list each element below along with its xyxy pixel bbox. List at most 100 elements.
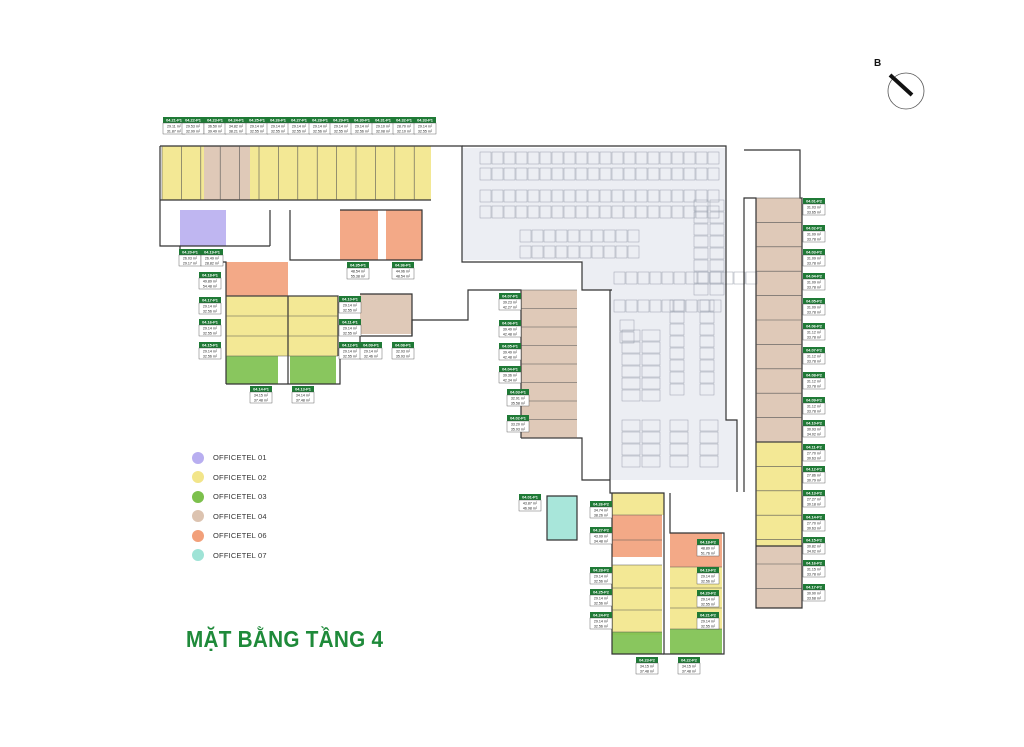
- parking-stall: [515, 167, 528, 181]
- unit-code: 04.24-P1: [228, 118, 245, 123]
- unit-area: 32.99 m²: [186, 129, 201, 133]
- parking-stall: [669, 335, 685, 348]
- wall: [611, 493, 664, 655]
- parking-stall: [693, 283, 709, 296]
- unit-area: 33.78 m²: [807, 384, 822, 388]
- unit-area: 32.55 m²: [292, 129, 307, 133]
- unit-block: [226, 146, 250, 200]
- parking-stall: [693, 211, 709, 224]
- unit-area: 32.55 m²: [203, 331, 218, 335]
- unit-area: 39.49 m²: [503, 351, 518, 355]
- parking-stall: [531, 245, 544, 259]
- unit-area-bg: [506, 394, 530, 407]
- legend-label: OFFICETEL 07: [213, 550, 267, 560]
- parking-stall: [623, 189, 636, 203]
- parking-stall: [635, 189, 648, 203]
- parking-stall: [707, 189, 720, 203]
- unit-area: 35.58 m²: [511, 401, 526, 405]
- legend-label: OFFICETEL 02: [213, 472, 267, 482]
- wall: [546, 495, 578, 541]
- parking-stall: [641, 455, 661, 468]
- unit-area: 29.17 m²: [183, 261, 198, 265]
- parking-stall: [699, 323, 715, 336]
- unit-code: 04.26-P2: [593, 502, 610, 507]
- unit-area: 29.14 m²: [343, 327, 358, 331]
- unit-area-bg: [498, 298, 522, 311]
- unit-code-bg: [803, 347, 825, 353]
- unit-code-bg: [339, 319, 361, 325]
- parking-stall: [699, 383, 715, 396]
- unit-code: 04.09-P2: [806, 398, 823, 403]
- unit-area: 30.90 m²: [807, 592, 822, 596]
- parking-stall: [709, 283, 725, 296]
- unit-code: 04.01-P1: [522, 495, 539, 500]
- unit-block: [204, 146, 226, 200]
- parking-stall: [707, 151, 720, 165]
- parking-stall: [503, 167, 516, 181]
- unit-area: 27.27 m²: [807, 498, 822, 502]
- unit-area: 32.55 m²: [250, 129, 265, 133]
- parking-stall: [669, 371, 685, 384]
- parking-stall: [699, 443, 719, 456]
- parking-stall: [575, 205, 588, 219]
- unit-code-bg: [339, 342, 361, 348]
- unit-code: 04.18-P2: [700, 540, 717, 545]
- unit-area-bg: [506, 420, 530, 433]
- unit-area: 33.78 m²: [807, 335, 822, 339]
- wall: [360, 293, 413, 336]
- unit-area: 31.12 m²: [807, 331, 822, 335]
- parking-stall: [699, 311, 715, 324]
- unit-code: 04.29-P1: [333, 118, 350, 123]
- parking-stall: [527, 189, 540, 203]
- unit-area: 31.03 m²: [807, 206, 822, 210]
- unit-area: 27.70 m²: [807, 522, 822, 526]
- parking-stall: [669, 347, 685, 360]
- unit-code-bg: [590, 589, 612, 595]
- unit-area: 32.46 m²: [364, 354, 379, 358]
- unit-block: [226, 262, 288, 296]
- unit-area: 32.08 m²: [376, 129, 391, 133]
- unit-area: 32.56 m²: [313, 129, 328, 133]
- unit-code-bg: [803, 225, 825, 231]
- unit-code: 04.07-P1: [502, 294, 519, 299]
- parking-stall: [641, 341, 661, 354]
- unit-area-bg: [696, 544, 720, 557]
- unit-area: 55.38 m²: [351, 274, 366, 278]
- unit-area: 32.56 m²: [203, 309, 218, 313]
- parking-stall: [707, 167, 720, 181]
- parking-stall: [619, 331, 635, 344]
- unit-area: 33.78 m²: [807, 572, 822, 576]
- unit-block: [612, 565, 662, 635]
- unit-area: 29.14 m²: [203, 305, 218, 309]
- parking-stall: [709, 235, 725, 248]
- unit-area: 32.55 m²: [701, 602, 716, 606]
- unit-block: [340, 210, 378, 260]
- unit-area: 28.70 m²: [397, 125, 412, 129]
- parking-stall: [621, 419, 641, 432]
- compass-icon: B: [874, 58, 925, 110]
- unit-area: 38.21 m²: [229, 129, 244, 133]
- parking-stall: [693, 223, 709, 236]
- unit-code-bg: [351, 117, 373, 123]
- parking-stall: [611, 167, 624, 181]
- parking-stall: [669, 311, 685, 324]
- parking-stall: [563, 167, 576, 181]
- unit-code-bg: [392, 342, 414, 348]
- parking-stall: [479, 151, 492, 165]
- unit-area: 29.10 m²: [376, 125, 391, 129]
- unit-code-bg: [590, 527, 612, 533]
- unit-code-bg: [246, 117, 268, 123]
